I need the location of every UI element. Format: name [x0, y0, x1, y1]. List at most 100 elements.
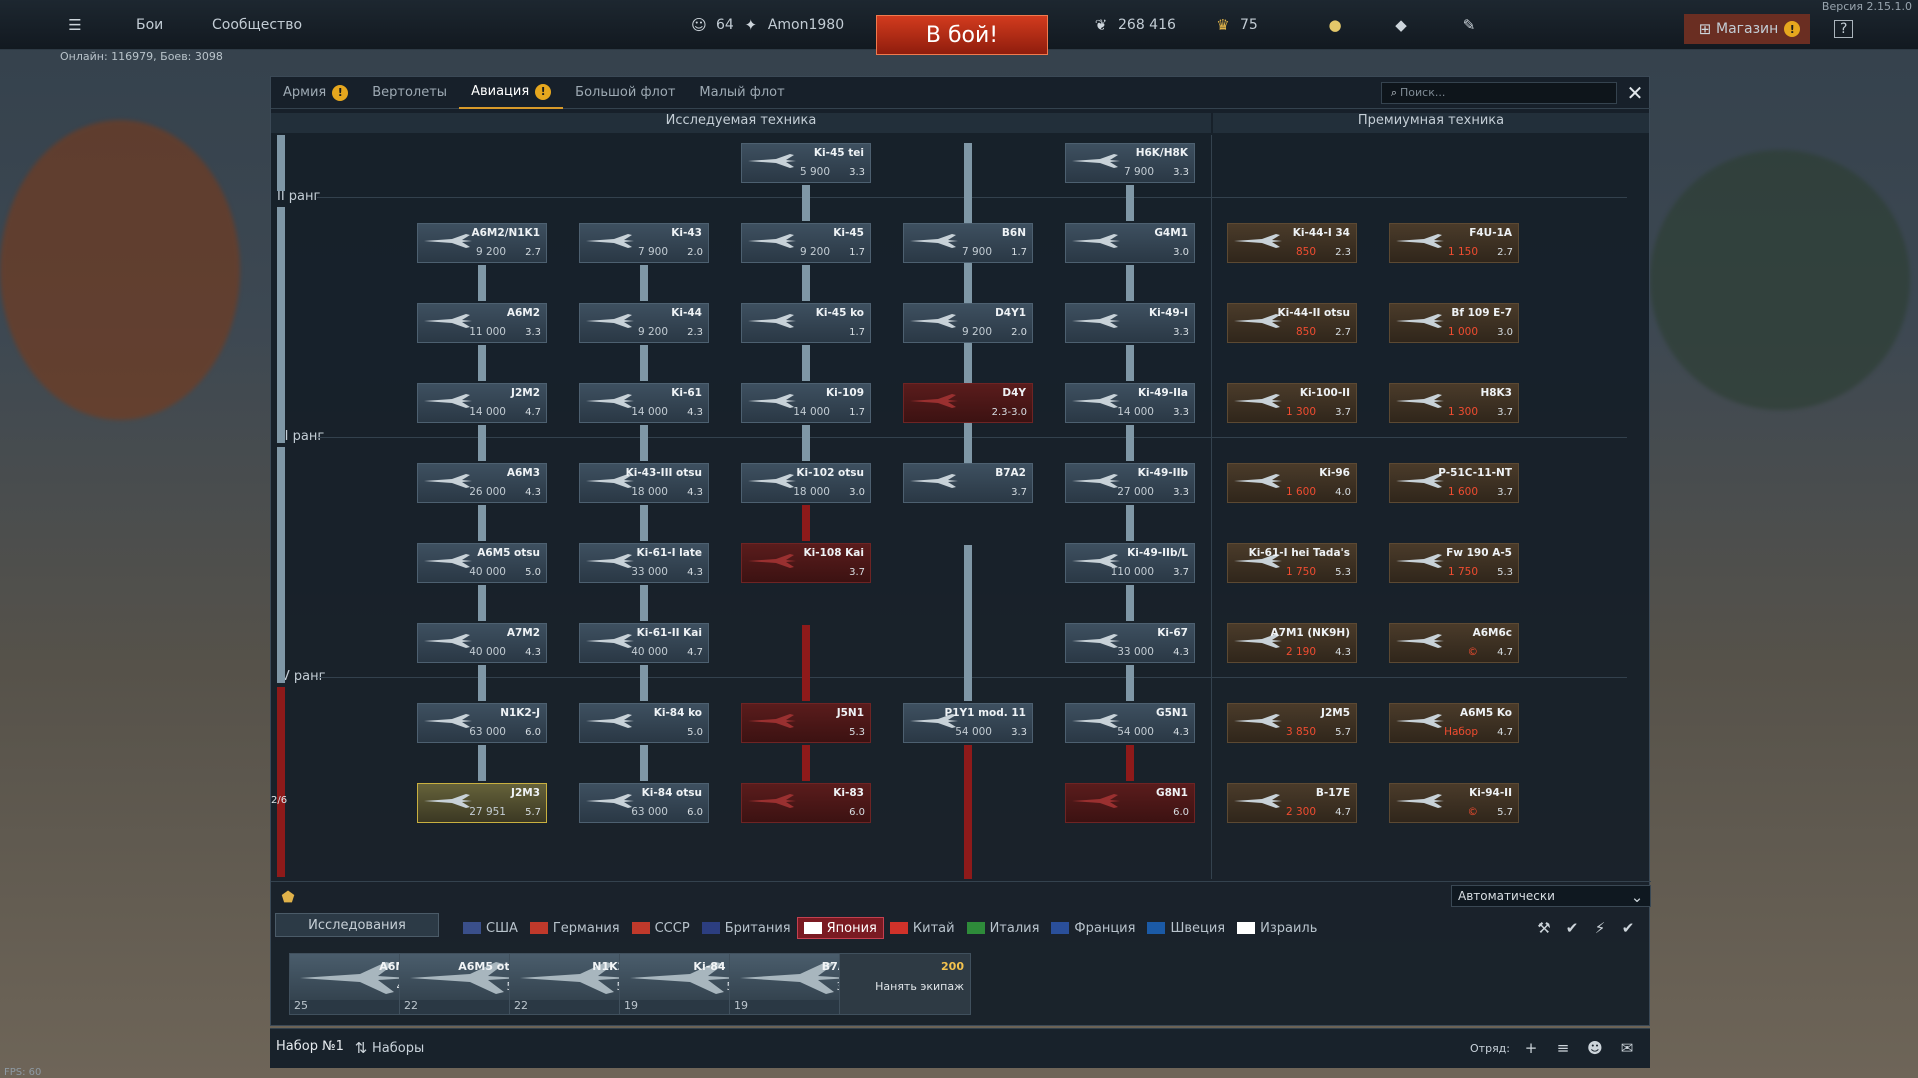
tab-1[interactable]: Вертолеты	[360, 77, 459, 109]
vehicle-card[interactable]: Ki-94-II©5.7	[1389, 783, 1519, 823]
mail-icon[interactable]: ✉	[1620, 1039, 1634, 1057]
shop-button[interactable]: ⊞Магазин!	[1684, 14, 1811, 44]
player-info[interactable]: ☺ 64 ✦ Amon1980	[688, 0, 844, 50]
list-icon[interactable]: ≡	[1556, 1039, 1570, 1057]
nation-tab-0[interactable]: США	[457, 917, 524, 939]
menu-button[interactable]: ☰	[64, 0, 86, 50]
nation-tab-9[interactable]: Израиль	[1231, 917, 1323, 939]
preset-name[interactable]: Набор №1	[276, 1039, 344, 1054]
research-points: 14 000	[631, 406, 668, 418]
nation-tab-1[interactable]: Германия	[524, 917, 626, 939]
nation-tab-6[interactable]: Италия	[961, 917, 1046, 939]
nation-tab-7[interactable]: Франция	[1045, 917, 1141, 939]
search-input[interactable]: ⌕Поиск...	[1381, 82, 1617, 104]
tab-3[interactable]: Большой флот	[563, 77, 687, 109]
research-toggle[interactable]: Исследования	[275, 913, 439, 937]
golden-eagles[interactable]: ♛75	[1212, 0, 1258, 50]
tab-0[interactable]: Армия!	[271, 77, 360, 109]
decals-button[interactable]: ◆	[1390, 0, 1412, 50]
research-points: 14 000	[793, 406, 830, 418]
contacts-icon[interactable]: ☻	[1587, 1039, 1603, 1057]
vehicle-card[interactable]: A6M6c©4.7	[1389, 623, 1519, 663]
tab-4[interactable]: Малый флот	[687, 77, 796, 109]
plus-icon[interactable]: +	[1524, 1039, 1538, 1057]
auto-select-dropdown[interactable]: Автоматически⌄	[1451, 885, 1651, 907]
hints-button[interactable]: ●	[1324, 0, 1346, 50]
close-icon[interactable]: ✕	[1626, 81, 1644, 105]
repair-all-icon[interactable]: ⚡	[1594, 919, 1606, 937]
to-battle-button[interactable]: В бой!	[876, 15, 1048, 55]
nation-tab-5[interactable]: Китай	[884, 917, 961, 939]
coupons-button[interactable]: ✎	[1458, 0, 1480, 50]
checkmark-icon[interactable]: ✔	[1621, 919, 1635, 937]
battles-menu[interactable]: Бои	[136, 17, 164, 33]
community-menu[interactable]: Сообщество	[212, 17, 303, 33]
wrench-icon[interactable]: ⚒	[1537, 919, 1551, 937]
shield-icon[interactable]: ⬟	[281, 888, 295, 906]
nation-tab-2[interactable]: СССР	[626, 917, 696, 939]
silver-lions[interactable]: ❦268 416	[1090, 0, 1176, 50]
nation-tab-8[interactable]: Швеция	[1141, 917, 1231, 939]
help-button[interactable]: ?	[1834, 14, 1854, 44]
checkmark-icon[interactable]: ✔	[1565, 919, 1579, 937]
nation-tab-3[interactable]: Британия	[696, 917, 797, 939]
tab-2[interactable]: Авиация!	[459, 77, 564, 109]
nation-tab-4[interactable]: Япония	[796, 917, 884, 939]
presets-button[interactable]: ⇅Наборы	[350, 1037, 425, 1059]
